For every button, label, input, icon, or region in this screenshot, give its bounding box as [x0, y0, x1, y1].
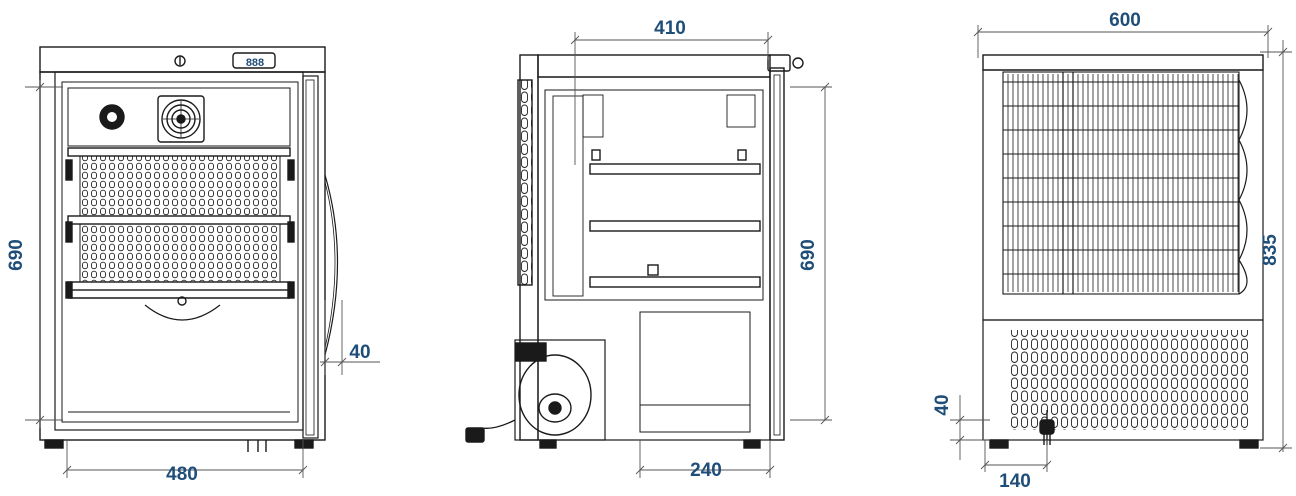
back-foot-right: [1239, 439, 1259, 449]
front-grille-2: [79, 223, 281, 283]
front-door-swing-arc: [324, 174, 339, 356]
side-fan-unit: [582, 94, 604, 138]
side-shelf-1: [589, 163, 761, 175]
compressor-relay: [515, 342, 547, 362]
side-dimension-lines: [570, 32, 832, 478]
side-shelf-clip-2: [737, 149, 747, 161]
side-evaporator: [552, 95, 584, 297]
back-plug-offset-label: 140: [999, 471, 1031, 491]
front-door-edge: [302, 75, 319, 439]
side-handle-knob: [792, 57, 804, 69]
back-width-label: 600: [1109, 10, 1141, 31]
side-bottom-depth-label: 240: [690, 460, 722, 481]
side-depth-label: 410: [654, 18, 686, 39]
side-compressor-bay: [514, 339, 606, 441]
back-plug-icon: [1039, 419, 1055, 435]
side-top-panel: [537, 54, 771, 78]
side-shelf-2: [589, 220, 761, 232]
fan-housing: [157, 95, 205, 143]
front-support-right-2: [287, 221, 295, 243]
side-shelf-clip-3: [647, 264, 659, 276]
front-support-left-1: [65, 159, 73, 181]
side-power-cable: [481, 419, 516, 429]
compressor-icon: [518, 354, 592, 436]
back-vents: [1010, 330, 1250, 430]
back-view: [982, 54, 1264, 449]
front-support-right-3: [287, 281, 295, 299]
front-shelf-bar-2: [67, 215, 291, 225]
side-lower-bin: [639, 311, 751, 433]
side-hinge-top: [767, 54, 791, 72]
fan-icon: [161, 99, 201, 139]
front-grille-1: [79, 155, 281, 217]
front-upper-compartment: [67, 87, 291, 147]
side-foot-front: [743, 439, 761, 449]
front-door-edge-inner: [305, 79, 315, 436]
front-view: [39, 46, 339, 452]
front-foot-left: [44, 439, 64, 449]
digital-display: [232, 52, 276, 69]
back-top-panel: [982, 54, 1264, 71]
side-plug-icon: [465, 427, 485, 443]
side-shelf-3: [589, 276, 761, 288]
side-view: [465, 54, 804, 449]
back-vent-panel: [982, 319, 1264, 441]
front-height-label: 690: [6, 239, 27, 271]
back-total-height-label: 835: [1260, 234, 1281, 266]
display-reading: 888: [246, 57, 264, 69]
back-condenser: [1002, 71, 1240, 295]
front-door-swing-arc-inner: [324, 181, 336, 349]
side-label-plate: [726, 94, 756, 128]
front-support-right-1: [287, 159, 295, 181]
side-height-label: 690: [798, 239, 819, 271]
front-bin-handle: [144, 304, 221, 321]
side-body: [537, 76, 771, 441]
back-foot-height-label: 40: [932, 394, 953, 415]
side-inner-cabinet: [544, 89, 764, 301]
front-top-panel: [39, 46, 326, 73]
front-door-offset-label: 40: [349, 342, 370, 363]
back-foot-left: [989, 439, 1009, 449]
front-support-left-3: [65, 281, 73, 299]
front-support-left-2: [65, 221, 73, 243]
front-width-label: 480: [166, 464, 198, 485]
side-foot-rear: [539, 439, 557, 449]
side-shelf-clip-1: [591, 149, 601, 161]
back-condenser-tube: [1238, 79, 1248, 295]
side-rear-condenser: [517, 79, 533, 286]
front-shelf-bar-3: [67, 281, 291, 291]
front-foot-right: [294, 439, 314, 449]
front-cabinet-interior: [61, 81, 299, 423]
thermostat-knob-icon: [174, 55, 186, 67]
front-shelf-bar-1: [67, 147, 291, 157]
front-dimension-lines: [25, 80, 380, 478]
back-dimension-lines: [950, 25, 1292, 472]
front-bin-screw: [177, 296, 187, 306]
side-door: [769, 67, 785, 441]
